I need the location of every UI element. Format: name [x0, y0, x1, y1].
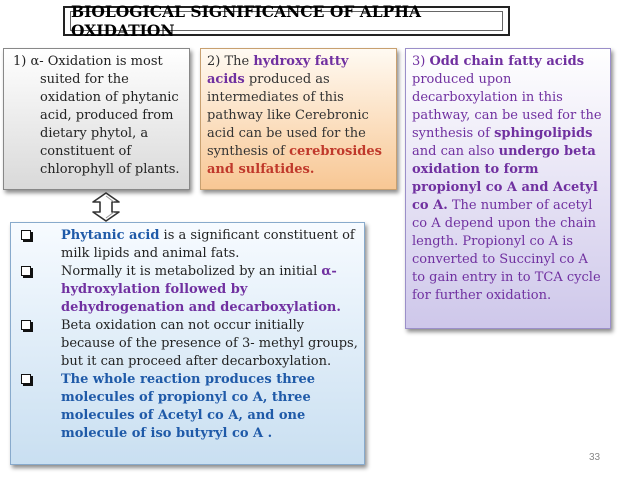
- point-3-part-7: The number of acetyl co A depend upon th…: [412, 198, 601, 303]
- point-3-highlight-odd-chain: Odd chain fatty acids: [429, 54, 585, 69]
- list-item: The whole reaction produces three molecu…: [17, 371, 358, 443]
- point-2-highlight-cerebrosides: cerebrosides and sulfatides.: [207, 144, 382, 177]
- point-2-text: 2) The hydroxy fatty acids produced as i…: [207, 53, 390, 179]
- list-item: Phytanic acid is a significant constitue…: [17, 227, 358, 263]
- point-2-highlight-hydroxy: hydroxy fatty acids: [207, 54, 349, 87]
- checkbox-bullet-icon: [21, 320, 31, 330]
- point-3-highlight-beta-oxidation: undergo beta oxidation to form propionyl…: [412, 144, 598, 213]
- bullet-4-text: The whole reaction produces three molecu…: [61, 372, 316, 441]
- title-frame: BIOLOGICAL SIGNIFICANCE OF ALPHA OXIDATI…: [63, 2, 510, 40]
- bullet-3-text: Beta oxidation can not occur initially b…: [61, 318, 358, 369]
- details-list: Phytanic acid is a significant constitue…: [17, 227, 358, 443]
- point-3-part-5: and can also: [412, 144, 499, 159]
- list-item: Normally it is metabolized by an initial…: [17, 263, 358, 317]
- checkbox-bullet-icon: [21, 374, 31, 384]
- checkbox-bullet-icon: [21, 230, 31, 240]
- point-3-text: 3) Odd chain fatty acids produced upon d…: [412, 53, 604, 305]
- slide-title: BIOLOGICAL SIGNIFICANCE OF ALPHA OXIDATI…: [70, 2, 503, 40]
- point-1-box: 1) α- Oxidation is most suited for the o…: [3, 48, 190, 190]
- bullet-2-highlight: α-hydroxylation followed by dehydrogenat…: [61, 264, 341, 315]
- point-2-part-3: produced as intermediates of this pathwa…: [207, 72, 369, 159]
- checkbox-bullet-icon: [21, 266, 31, 276]
- list-item: Beta oxidation can not occur initially b…: [17, 317, 358, 371]
- details-box: Phytanic acid is a significant constitue…: [10, 222, 365, 465]
- up-down-arrow-icon: [92, 192, 120, 222]
- page-number: 33: [589, 452, 601, 463]
- point-3-highlight-sphingolipids: sphingolipids: [494, 126, 593, 141]
- point-2-box: 2) The hydroxy fatty acids produced as i…: [200, 48, 397, 190]
- point-1-text: 1) α- Oxidation is most suited for the o…: [13, 54, 180, 177]
- bullet-2-text: Normally it is metabolized by an initial: [61, 264, 322, 279]
- bullet-1-text: is a significant constituent of milk lip…: [61, 228, 355, 261]
- point-3-part-3: produced upon decarboxylation in this pa…: [412, 72, 602, 141]
- phytanic-acid-label: Phytanic acid: [61, 228, 160, 243]
- point-2-part-1: 2) The: [207, 54, 254, 69]
- point-3-box: 3) Odd chain fatty acids produced upon d…: [405, 48, 611, 329]
- point-3-number: 3): [412, 54, 430, 69]
